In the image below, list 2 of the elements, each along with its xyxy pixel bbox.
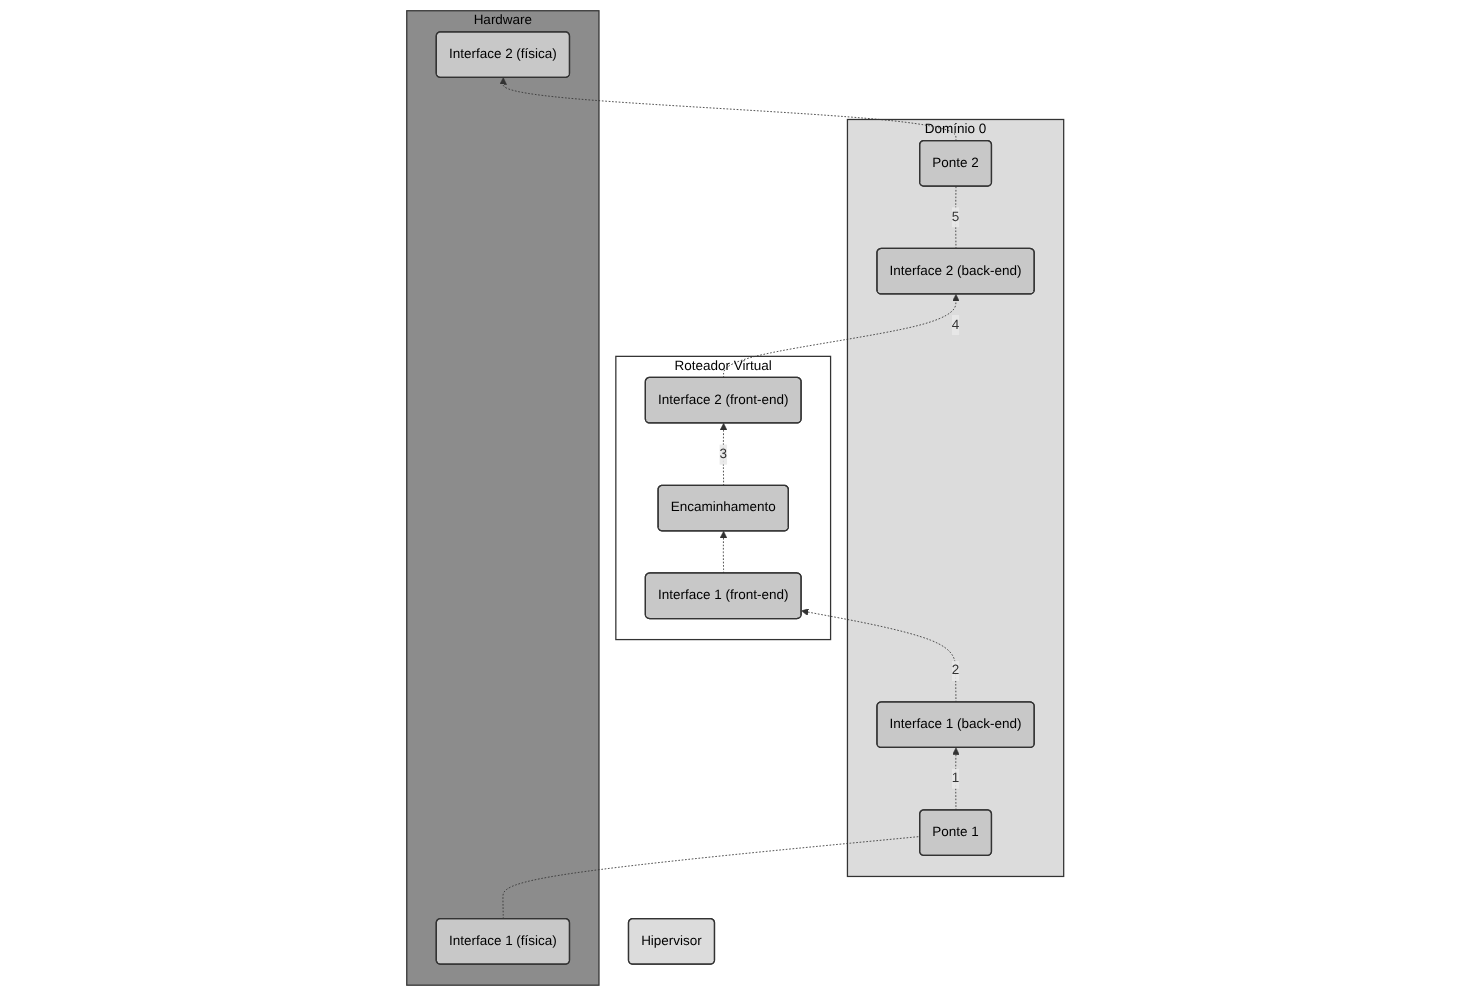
- connector: [955, 186, 957, 250]
- connector: [502, 836, 921, 920]
